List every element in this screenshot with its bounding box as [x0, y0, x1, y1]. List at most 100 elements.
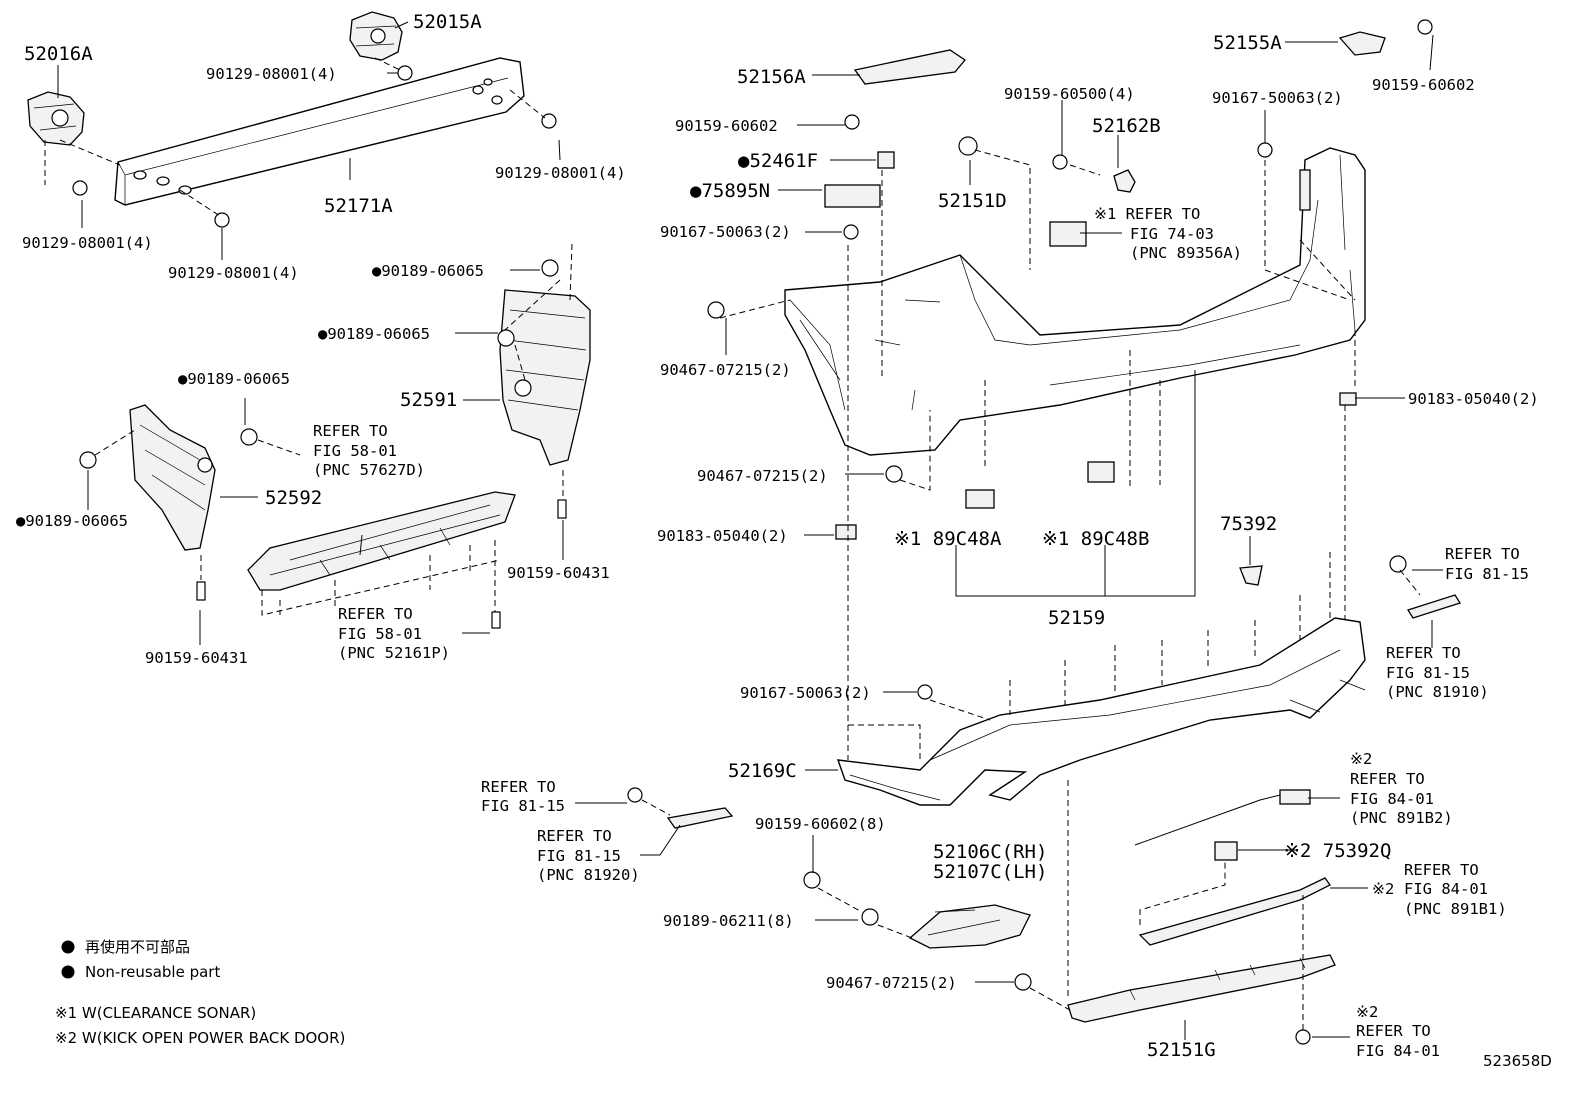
lower-garnish-52151G: [1067, 954, 1336, 1023]
label-52015A: 52015A: [413, 11, 482, 33]
ref-84-01-line3: FIG 84-01: [1356, 1042, 1440, 1060]
label-screw-90467-07215-b: 90467-07215(2): [697, 467, 828, 485]
ref-891B2-line2: REFER TO: [1350, 770, 1425, 788]
ref-81920-line1: REFER TO: [537, 827, 612, 845]
label-bolt-90159-60602-a: 90159-60602: [675, 117, 778, 135]
label-screw-90167-50063-b: 90167-50063(2): [1212, 89, 1343, 107]
leader-lines: [57, 21, 1443, 1040]
lower-cover-52169C: [836, 617, 1366, 806]
ref-891B2-line4: (PNC 891B2): [1350, 809, 1453, 827]
label-clip-90189-06211: 90189-06211(8): [663, 912, 794, 930]
label-52155A: 52155A: [1213, 32, 1282, 54]
retainer-52591: [499, 289, 591, 466]
label-52107C: 52107C(LH): [933, 861, 1047, 883]
label-52151G: 52151G: [1147, 1039, 1216, 1061]
label-clip-90189-06065-d: ●90189-06065: [16, 512, 128, 530]
ref-52161P-line3: (PNC 52161P): [338, 644, 450, 662]
label-bolt-90159-60431-a: 90159-60431: [507, 564, 610, 582]
label-89C48A: ※1 89C48A: [894, 528, 1002, 550]
label-52159: 52159: [1048, 607, 1105, 629]
ref-89356A-line1: ※1 REFER TO: [1094, 205, 1200, 223]
label-52156A: 52156A: [737, 66, 806, 88]
clip-icon: [79, 259, 567, 629]
stone-guard-57627D: [247, 491, 516, 591]
ref-81-15-a-line2: FIG 81-15: [1445, 565, 1529, 583]
legend: 再使用不可部品 Non-reusable part ※1 W(CLEARANCE…: [55, 938, 345, 1047]
ref-52161P-line2: FIG 58-01: [338, 625, 422, 643]
ref-81910-line2: FIG 81-15: [1386, 664, 1470, 682]
bracket-52016A: [27, 91, 85, 146]
label-nut-90183-05040-a: 90183-05040(2): [1408, 390, 1539, 408]
label-screw-90467-07215-a: 90467-07215(2): [660, 361, 791, 379]
ref-89356A-line3: (PNC 89356A): [1130, 244, 1242, 262]
ref-84-01-line1: ※2: [1356, 1003, 1378, 1021]
label-bolt-90129-08001-c: 90129-08001(4): [22, 234, 153, 252]
ref-81920-line2: FIG 81-15: [537, 847, 621, 865]
sensor-parts: [1134, 789, 1331, 1045]
label-52162B: 52162B: [1092, 115, 1161, 137]
legend-non-reusable-jp: 再使用不可部品: [85, 938, 190, 956]
non-reusable-dot-icon: [61, 940, 75, 954]
label-89C48B: ※1 89C48B: [1042, 528, 1149, 550]
bumper-cover-52159: [784, 147, 1366, 456]
ref-84-01-line2: REFER TO: [1356, 1022, 1431, 1040]
ref-81910-line3: (PNC 81910): [1386, 683, 1489, 701]
label-clip-90189-06065-a: ●90189-06065: [372, 262, 484, 280]
ref-81-15-a-line1: REFER TO: [1445, 545, 1520, 563]
diagram-id: 523658D: [1483, 1052, 1552, 1070]
label-nut-90183-05040-b: 90183-05040(2): [657, 527, 788, 545]
label-clip-90189-06065-b: ●90189-06065: [318, 325, 430, 343]
reflector-81910: [1407, 594, 1461, 619]
ref-891B1-line1: REFER TO: [1404, 861, 1479, 879]
ref-81920-line3: (PNC 81920): [537, 866, 640, 884]
ref-891B2-line3: FIG 84-01: [1350, 790, 1434, 808]
label-52461F: ●52461F: [738, 150, 818, 172]
non-reusable-dot-icon: [61, 965, 75, 979]
label-bolt-90129-08001-b: 90129-08001(4): [495, 164, 626, 182]
label-52169C: 52169C: [728, 760, 797, 782]
ref-89356A-line2: FIG 74-03: [1130, 225, 1214, 243]
label-clip-90189-06065-c: ●90189-06065: [178, 370, 290, 388]
small-parts: [824, 31, 1386, 586]
reflector-81920: [627, 787, 734, 829]
ref-891B1-line2: FIG 84-01: [1404, 880, 1488, 898]
ref-81-15-b-line2: FIG 81-15: [481, 797, 565, 815]
bumper-reinforcement-52171A: [114, 57, 525, 206]
ref-891B2-line1: ※2: [1350, 750, 1372, 768]
label-bolt-90159-60602-c: 90159-60602(8): [755, 815, 886, 833]
label-52171A: 52171A: [324, 195, 393, 217]
retainer-52592: [129, 404, 216, 551]
legend-note2: ※2 W(KICK OPEN POWER BACK DOOR): [55, 1029, 345, 1047]
ref-81910-line1: REFER TO: [1386, 644, 1461, 662]
ref-57627D-line1: REFER TO: [313, 422, 388, 440]
label-screw-90167-50063-c: 90167-50063(2): [740, 684, 871, 702]
ref-81-15-b-line1: REFER TO: [481, 778, 556, 796]
label-52151D: 52151D: [938, 190, 1007, 212]
label-screw-90167-50063-a: 90167-50063(2): [660, 223, 791, 241]
mark-891B1: ※2: [1372, 880, 1394, 898]
label-52592: 52592: [265, 487, 322, 509]
label-75392Q: ※2 75392Q: [1284, 840, 1391, 862]
label-screw-90467-07215-c: 90467-07215(2): [826, 974, 957, 992]
exhaust-finisher-52106C: [803, 871, 1032, 991]
label-bolt-90159-60602-b: 90159-60602: [1372, 76, 1475, 94]
ref-57627D-line3: (PNC 57627D): [313, 461, 425, 479]
label-bolt-90129-08001-d: 90129-08001(4): [168, 264, 299, 282]
legend-non-reusable-en: Non-reusable part: [85, 963, 220, 981]
label-75392: 75392: [1220, 513, 1277, 535]
ref-57627D-line2: FIG 58-01: [313, 442, 397, 460]
label-bolt-90159-60431-b: 90159-60431: [145, 649, 248, 667]
label-bolt-90129-08001-a: 90129-08001(4): [206, 65, 337, 83]
legend-note1: ※1 W(CLEARANCE SONAR): [55, 1004, 256, 1022]
part-labels: 52016A 52015A 90129-08001(4) 52171A 9012…: [16, 11, 1539, 1061]
label-52016A: 52016A: [24, 43, 93, 65]
bracket-52015A: [349, 11, 403, 61]
label-nut-90159-60500: 90159-60500(4): [1004, 85, 1135, 103]
label-52106C: 52106C(RH): [933, 841, 1047, 863]
label-75895N: ●75895N: [690, 180, 770, 202]
fastener-icon: [707, 19, 1433, 700]
bolt-icon: [72, 65, 557, 228]
ref-891B1-line3: (PNC 891B1): [1404, 900, 1507, 918]
